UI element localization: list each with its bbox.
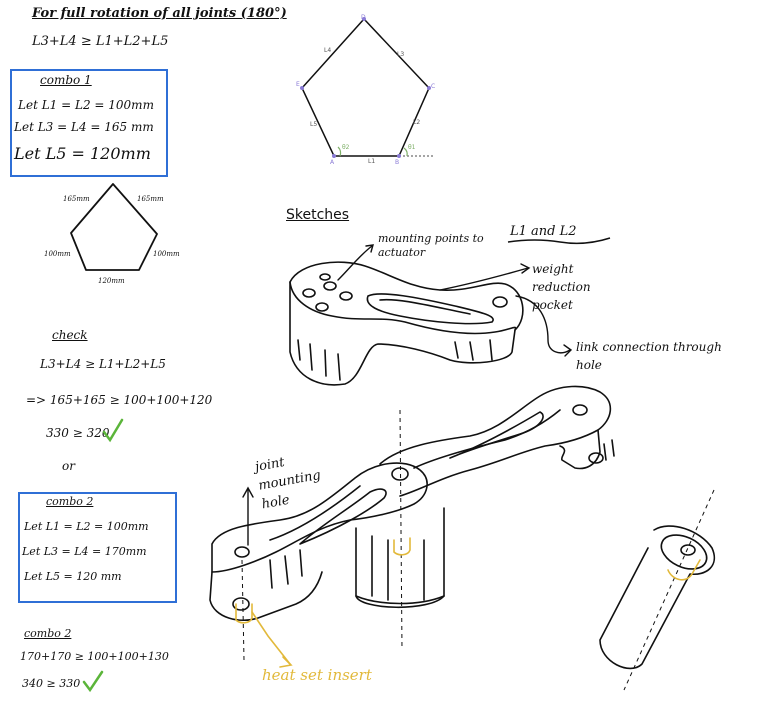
link-label: link connection through hole xyxy=(576,340,722,372)
combo1-title: combo 1 xyxy=(40,73,92,87)
combo2-check-line1: 170+170 ≥ 100+100+130 xyxy=(20,650,169,663)
combo2-box xyxy=(18,492,177,603)
angle-right-label: θ1 xyxy=(408,144,416,151)
l1-l2-label: L1 and L2 xyxy=(510,224,577,239)
check-line3: 330 ≥ 320 xyxy=(46,426,110,440)
side-l5-label: L5 xyxy=(310,121,318,128)
angle-left-label: θ2 xyxy=(342,144,350,151)
pentagon-label-right: 100mm xyxy=(153,250,180,258)
combo2-line3: Let L5 = 120 mm xyxy=(24,570,122,583)
sketches-title: Sketches xyxy=(286,207,350,223)
pentagon-label-top-left: 165mm xyxy=(63,195,90,203)
side-l2-label: L2 xyxy=(413,119,421,126)
combo1-box xyxy=(10,69,168,177)
pentagon-label-left: 100mm xyxy=(44,250,71,258)
vertex-d-label: D xyxy=(361,14,366,21)
combo2-title: combo 2 xyxy=(46,495,94,508)
side-l4-label: L4 xyxy=(324,47,332,54)
combo2-line1: Let L1 = L2 = 100mm xyxy=(24,520,149,533)
vertex-c-label: C xyxy=(431,83,436,90)
combo1-line1: Let L1 = L2 = 100mm xyxy=(18,98,154,112)
combo1-line3: Let L5 = 120mm xyxy=(14,144,151,163)
weight-label: weight reduction pocket xyxy=(532,262,591,312)
or-text: or xyxy=(62,459,75,473)
combo2-line2: Let L3 = L4 = 170mm xyxy=(22,545,147,558)
combo2-check-line2: 340 ≥ 330 xyxy=(22,677,81,690)
combo1-line2: Let L3 = L4 = 165 mm xyxy=(14,120,154,134)
heat-set-label: heat set insert xyxy=(262,666,372,684)
check-line1: L3+L4 ≥ L1+L2+L5 xyxy=(40,357,166,371)
pentagon-label-bottom: 120mm xyxy=(98,277,125,285)
mounting-label: mounting points to actuator xyxy=(378,232,484,259)
heading: For full rotation of all joints (180°) xyxy=(32,6,287,21)
rotation-inequality: L3+L4 ≥ L1+L2+L5 xyxy=(32,34,169,49)
side-l1-label: L1 xyxy=(368,158,376,165)
vertex-e-label: E xyxy=(296,81,300,88)
check-line2: => 165+165 ≥ 100+100+120 xyxy=(26,393,213,407)
pentagon-label-top-right: 165mm xyxy=(137,195,164,203)
side-l3-label: L3 xyxy=(397,51,405,58)
vertex-a-label: A xyxy=(330,159,335,166)
combo2-check-title: combo 2 xyxy=(24,627,72,640)
vertex-b-label: B xyxy=(395,159,400,166)
check-title: check xyxy=(52,328,88,342)
